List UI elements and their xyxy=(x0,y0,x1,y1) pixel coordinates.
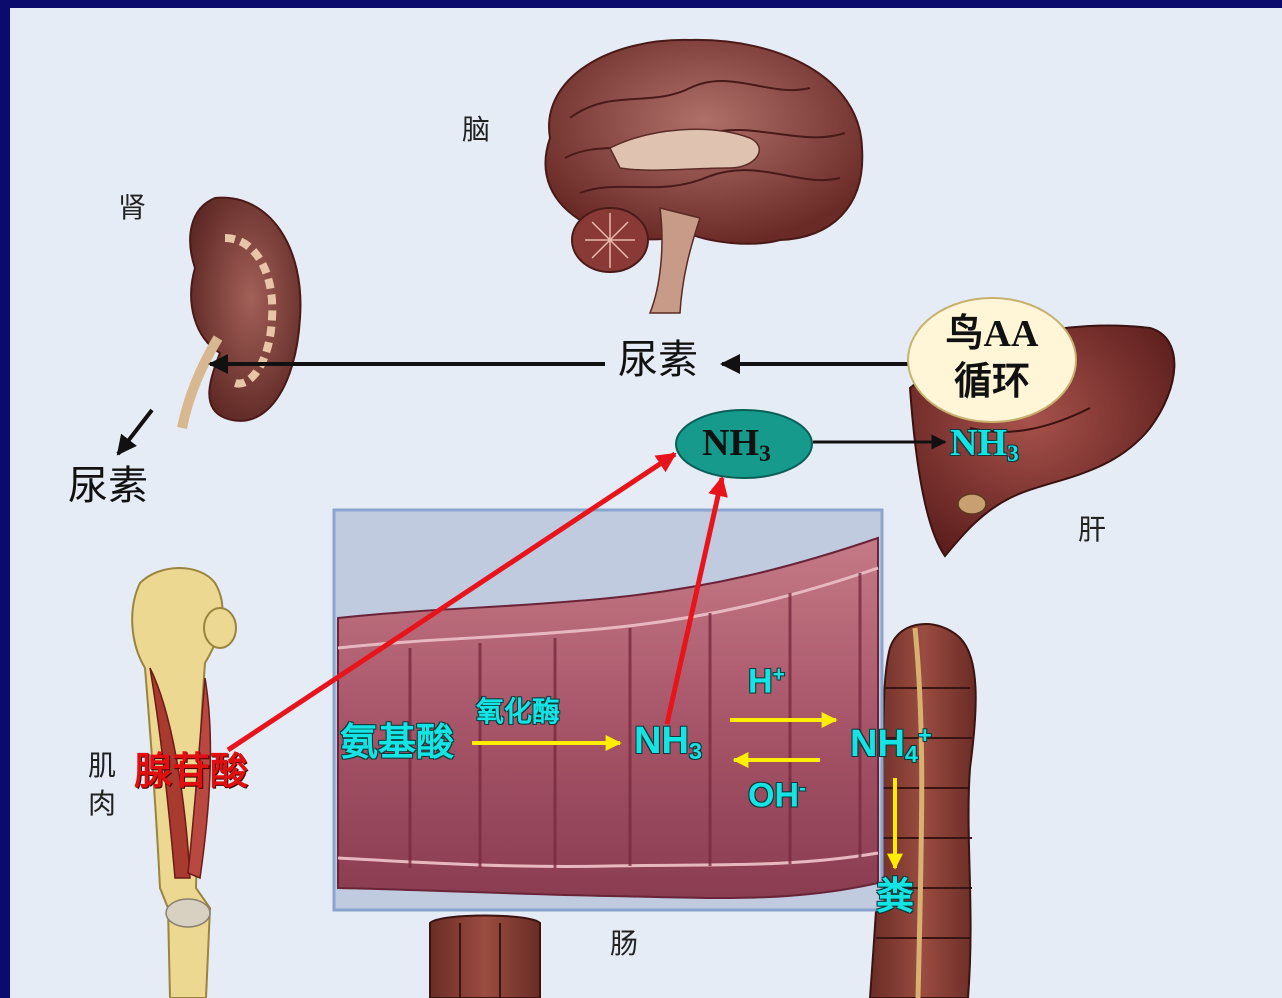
oxidase-label: 氧化酶 xyxy=(476,698,560,726)
intestine-label: 肠 xyxy=(610,930,638,958)
oh-minus-label: OH- xyxy=(748,778,806,813)
cycle-line2: 循环 xyxy=(908,358,1076,406)
brain-illustration xyxy=(545,40,862,313)
diagram-canvas: 脑 肾 肝 肌 肉 肠 尿素 尿素 鸟AA 循环 NH3 NH3 腺苷酸 氨基酸… xyxy=(10,8,1282,998)
h-plus-label: H+ xyxy=(748,664,785,699)
intestine-panel xyxy=(334,510,882,910)
diagram-artwork xyxy=(10,8,1282,998)
liver-label: 肝 xyxy=(1078,516,1106,544)
liver-nh3-label: NH3 xyxy=(950,424,1019,466)
amino-acid-label: 氨基酸 xyxy=(340,724,454,762)
adenylate-label: 腺苷酸 xyxy=(134,752,248,790)
ornithine-cycle-label: 鸟AA 循环 xyxy=(908,300,1076,420)
kidney-illustration xyxy=(182,198,300,428)
urea-label-center: 尿素 xyxy=(618,340,698,380)
brain-label: 脑 xyxy=(462,116,490,144)
kidney-excretion-arrow xyxy=(118,410,152,454)
blood-nh3-label: NH3 xyxy=(702,424,771,466)
feces-label: 粪 xyxy=(876,878,914,916)
muscle-label-line2: 肉 xyxy=(88,790,116,818)
nh4-label: NH4+ xyxy=(850,724,932,766)
kidney-label: 肾 xyxy=(118,194,146,222)
urea-label-excreted: 尿素 xyxy=(68,466,148,506)
cycle-line1: 鸟AA xyxy=(908,310,1076,358)
intestine-nh3-label: NH3 xyxy=(634,722,702,763)
muscle-label-line1: 肌 xyxy=(88,752,116,780)
